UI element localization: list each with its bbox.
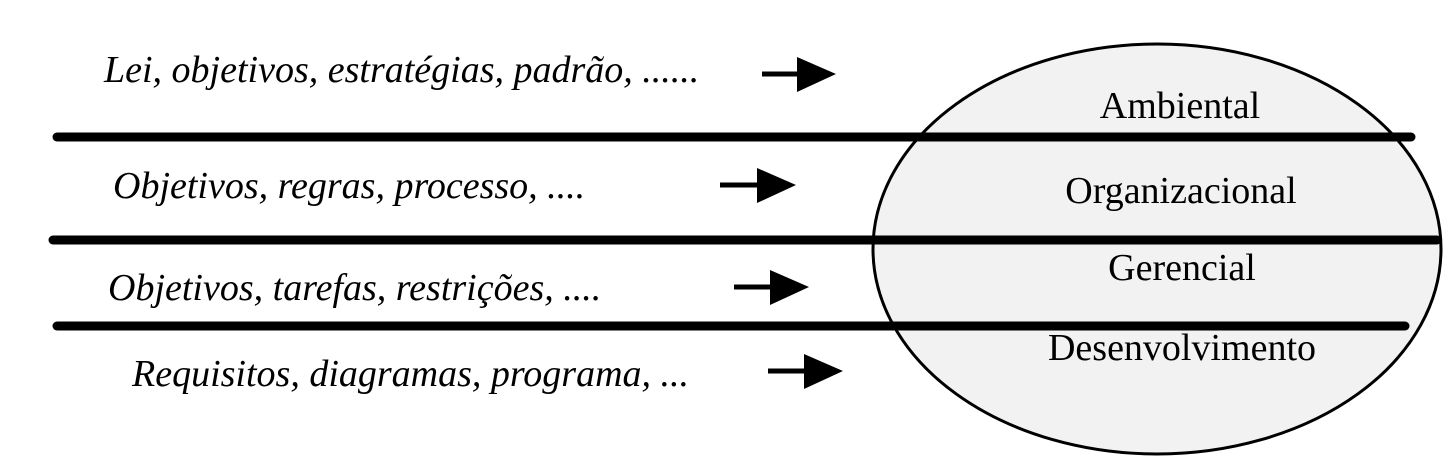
layer-label-gerencial: Gerencial — [1108, 247, 1256, 289]
layers-ellipse — [871, 42, 1443, 456]
layer-label-organizacional: Organizacional — [1065, 170, 1296, 212]
input-text-desenvolvimento: Requisitos, diagramas, programa, ... — [131, 353, 689, 395]
input-text-gerencial: Objetivos, tarefas, restrições, .... — [108, 267, 601, 309]
arrow-right-icon — [734, 270, 809, 305]
arrow-right-icon — [762, 57, 836, 92]
input-text-organizacional: Objetivos, regras, processo, .... — [113, 165, 585, 207]
arrow-right-icon — [720, 168, 796, 203]
arrow-right-icon — [768, 354, 843, 389]
layer-label-ambiental: Ambiental — [1100, 85, 1260, 127]
input-text-ambiental: Lei, objetivos, estratégias, padrão, ...… — [103, 49, 699, 91]
layer-label-desenvolvimento: Desenvolvimento — [1048, 327, 1316, 369]
